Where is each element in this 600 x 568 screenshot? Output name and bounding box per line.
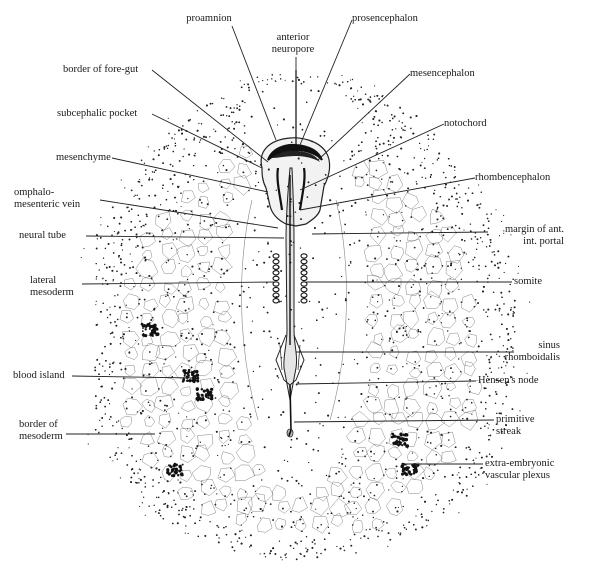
leader-line: [99, 199, 279, 229]
leader-line: [295, 380, 477, 385]
label-sinus-rhomboidalis: sinus rhomboidalis: [504, 340, 560, 363]
leader-lines: [66, 19, 514, 465]
label-neural-tube: neural tube: [19, 230, 66, 241]
label-extra-embryonic-vascular-plexus: extra-embryonic vascular plexus: [485, 458, 555, 481]
label-subcephalic-pocket: subcephalic pocket: [57, 108, 138, 119]
leader-line: [311, 231, 489, 235]
leader-line: [151, 113, 263, 169]
leader-line: [81, 281, 277, 285]
label-notochord: notochord: [444, 118, 487, 129]
label-border-of-fore-gut: border of fore-gut: [63, 64, 139, 75]
leader-line: [85, 235, 285, 239]
label-mesenchyme: mesenchyme: [56, 152, 111, 163]
label-anterior-neuropore-text: anterior neuropore: [271, 32, 315, 55]
label-hensens-node: Hensen's node: [478, 375, 539, 386]
vascular-network: [119, 145, 483, 534]
label-primitive-streak: primitive streak: [496, 414, 535, 437]
leader-line: [71, 375, 196, 379]
label-margin-of-ant-int-portal: margin of ant. int. portal: [504, 224, 564, 247]
leader-line: [111, 157, 269, 193]
label-rhombencephalon: rhombencephalon: [475, 172, 551, 183]
leader-line: [231, 25, 277, 141]
leader-line: [299, 123, 445, 191]
label-proamnion: proamnion: [186, 13, 232, 24]
label-border-of-mesoderm: border of mesoderm: [19, 419, 63, 442]
leader-line: [299, 19, 353, 146]
label-somite: somite: [514, 276, 542, 287]
label-prosencephalon: prosencephalon: [352, 13, 418, 24]
label-anterior-neuropore: anterior neuropore: [258, 32, 328, 56]
label-blood-island: blood island: [13, 370, 65, 381]
label-omphalo-mesenteric-vein: omphalo- mesenteric vein: [14, 187, 81, 210]
stipple-texture: [80, 74, 531, 561]
leader-line: [151, 69, 269, 163]
leader-line: [317, 73, 411, 161]
label-lateral-mesoderm: lateral mesoderm: [30, 275, 74, 298]
leader-line: [299, 177, 476, 211]
embryo-body: [241, 70, 347, 438]
leader-line: [293, 419, 495, 423]
label-mesencephalon: mesencephalon: [410, 68, 475, 79]
